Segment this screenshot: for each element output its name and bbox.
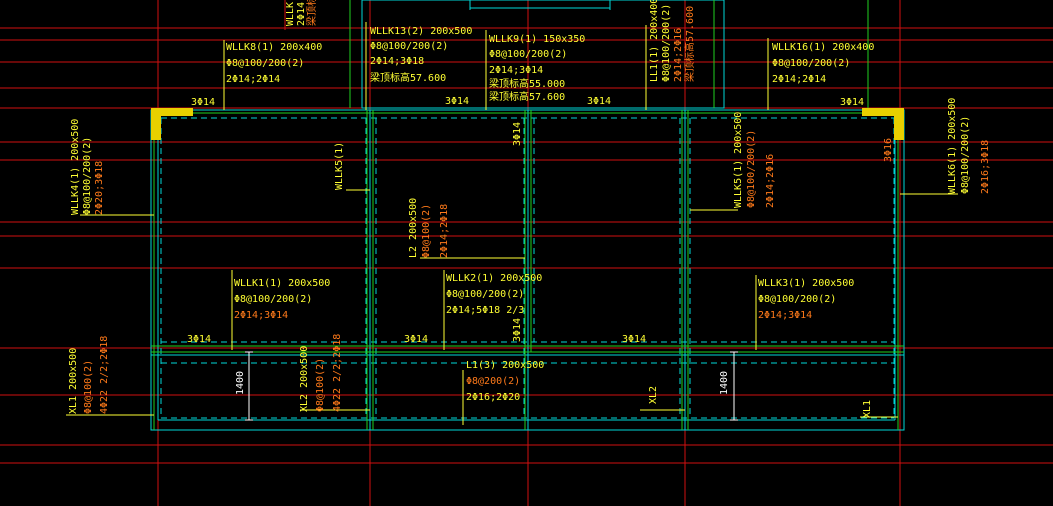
beam-wllk-partial-note: 梁顶标高 (305, 0, 318, 26)
beam-l2-name: L2 200x500 (408, 198, 419, 258)
beam-xl1-tag: XL1 (862, 400, 873, 418)
rebar-mark-vert-mid: 3Φ14 (512, 122, 523, 146)
dimension-left: 1400 (235, 371, 246, 395)
beam-wllk9-elevation2: 梁顶标高57.600 (489, 90, 565, 103)
beam-wllk5-left-name: WLLK5(1) (334, 142, 345, 190)
beam-xl1-left-rebar: 4Φ22 2/2;2Φ18 (99, 336, 110, 414)
beam-wllk5-right-rebar: 2Φ14;2Φ16 (765, 154, 776, 208)
partition-walls (369, 110, 686, 430)
upper-outline (349, 0, 869, 109)
beam-l1-name: L1(3) 200x500 (466, 360, 544, 371)
beam-wllk1-stirrup: Φ8@100/200(2) (234, 294, 312, 305)
rebar-mark-top-mid1: 3Φ14 (445, 96, 469, 107)
beam-wllk16-stirrup: Φ8@100/200(2) (772, 58, 850, 69)
beam-ll1-rebar: 2Φ14;2Φ16 (673, 28, 684, 82)
rebar-mark-bottom-mid2: 3Φ14 (622, 334, 646, 345)
rebar-mark-vert-right: 3Φ16 (883, 138, 894, 162)
beam-wllk9-rebar: 2Φ14;3Φ14 (489, 65, 543, 76)
beam-wllk3-stirrup: Φ8@100/200(2) (758, 294, 836, 305)
beam-wllk-partial-name: WLLK (285, 2, 296, 26)
beam-wllk9-elevation1: 梁顶标高55.000 (489, 77, 565, 90)
beam-wllk6-name: WLLK6(1) 200x500 (947, 98, 958, 194)
beam-l1-rebar: 2Φ16;2Φ20 (466, 392, 520, 403)
beam-wllk13-stirrup: Φ8@100/200(2) (370, 41, 448, 52)
beam-wllk16-rebar: 2Φ14;2Φ14 (772, 74, 826, 85)
rebar-mark-bottom-mid1: 3Φ14 (404, 334, 428, 345)
beam-xl2-left-name: XL2 200x500 (299, 346, 310, 412)
beam-ll1-name: LL1(1) 200x400 (649, 0, 660, 82)
beam-xl1-left-name: XL1 200x500 (68, 348, 79, 414)
beam-wllk6-stirrup: Φ8@100/200(2) (960, 116, 971, 194)
beam-xl2-left-stirrup: Φ8@100(2) (315, 358, 326, 412)
beam-wllk13-elevation: 梁顶标高57.600 (370, 71, 446, 84)
beam-lines (151, 110, 904, 430)
rebar-mark-top-right: 3Φ14 (840, 97, 864, 108)
corner-column-left (151, 108, 193, 140)
beam-wllk4-stirrup: Φ8@100/200(2) (82, 137, 93, 215)
beam-wllk3-rebar: 2Φ14;3Φ14 (758, 310, 812, 321)
beam-wllk8-rebar: 2Φ14;2Φ14 (226, 74, 280, 85)
corner-column-right (862, 108, 904, 140)
beam-wllk5-right-stirrup: Φ8@100/200(2) (746, 130, 757, 208)
beam-wllk6-rebar: 2Φ16;3Φ18 (980, 140, 991, 194)
beam-l1-stirrup: Φ8@200(2) (466, 376, 520, 387)
rebar-mark-top-left: 3Φ14 (191, 97, 215, 108)
beam-wllk2-rebar: 2Φ14;5Φ18 2/3 (446, 305, 524, 316)
beam-ll1-stirrup: Φ8@100/200(2) (661, 4, 672, 82)
beam-l2-stirrup: Φ8@100(2) (421, 204, 432, 258)
beam-xl1-left-stirrup: Φ8@100(2) (83, 360, 94, 414)
beam-wllk1-name: WLLK1(1) 200x500 (234, 278, 330, 289)
beam-wllk8-stirrup: Φ8@100/200(2) (226, 58, 304, 69)
beam-wllk2-stirrup: Φ8@100/200(2) (446, 289, 524, 300)
beam-wllk3-name: WLLK3(1) 200x500 (758, 278, 854, 289)
beam-wllk16-name: WLLK16(1) 200x400 (772, 42, 874, 53)
beam-wllk4-rebar: 2Φ20;3Φ18 (94, 161, 105, 215)
beam-wllk-partial-rebar: 2Φ14, (296, 0, 307, 26)
beam-wllk4-name: WLLK4(1) 200x500 (70, 119, 81, 215)
beam-wllk13-rebar: 2Φ14;3Φ18 (370, 56, 424, 67)
beam-wllk9-name: WLLK9(1) 150x350 (489, 34, 585, 45)
beam-wllk5-right-name: WLLK5(1) 200x500 (733, 112, 744, 208)
beam-wllk1-rebar: 2Φ14;3Φ14 (234, 310, 288, 321)
beam-ll1-elevation: 梁顶标高57.600 (683, 6, 696, 82)
rebar-mark-bottom-left: 3Φ14 (187, 334, 211, 345)
dimension-lines (245, 351, 738, 421)
beam-xl2-tag: XL2 (648, 386, 659, 404)
beam-l2-rebar: 2Φ14;2Φ18 (439, 204, 450, 258)
dimension-right: 1400 (719, 371, 730, 395)
rebar-mark-top-mid2: 3Φ14 (587, 96, 611, 107)
dashed-walls (160, 117, 895, 419)
beam-wllk2-name: WLLK2(1) 200x500 (446, 273, 542, 284)
beam-wllk9-stirrup: Φ8@100/200(2) (489, 49, 567, 60)
rebar-mark-bottom-vert: 3Φ14 (512, 318, 523, 342)
beam-wllk8-name: WLLK8(1) 200x400 (226, 42, 322, 53)
leader-lines (66, 22, 958, 425)
beam-wllk13-name: WLLK13(2) 200x500 (370, 26, 472, 37)
beam-xl2-left-rebar: 4Φ22 2/2;2Φ18 (332, 334, 343, 412)
